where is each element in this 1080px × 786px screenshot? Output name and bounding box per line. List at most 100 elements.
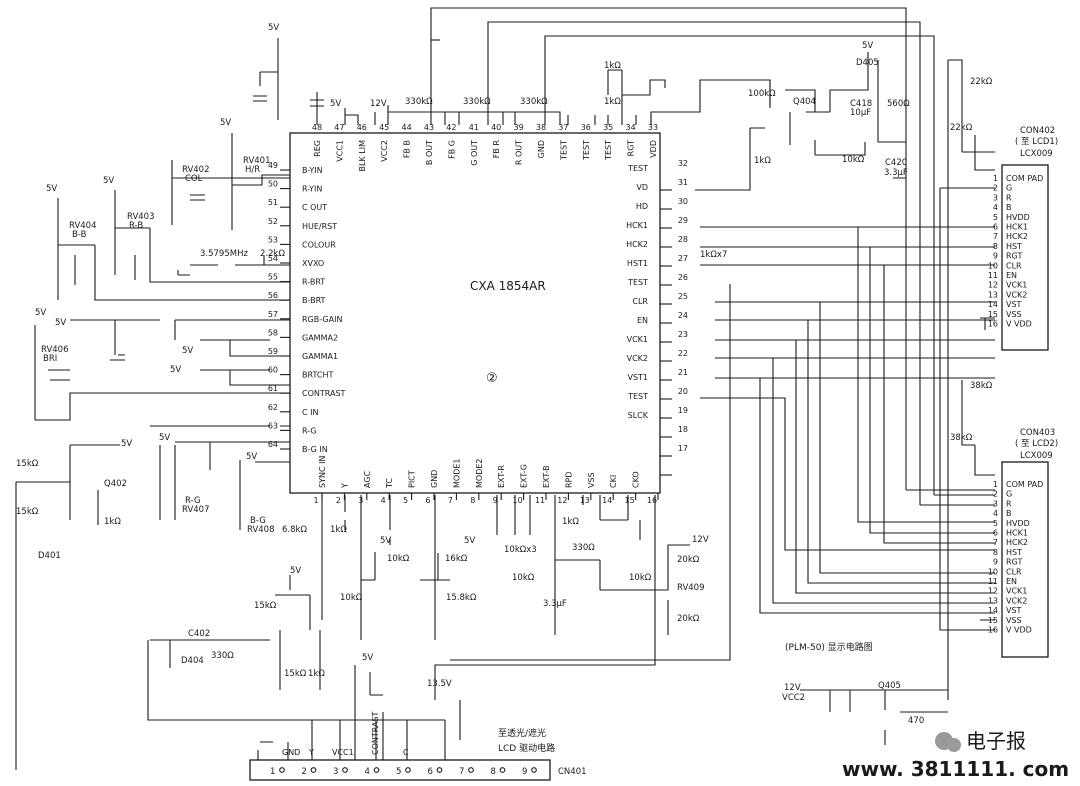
pin-number: 7 [448,496,453,505]
lcd-pin-number: 2 [993,184,998,193]
lcd-pin-label: VSS [1006,616,1022,625]
component-label: 330kΩ [520,97,548,107]
pin-label: SLCK [628,411,649,420]
pin-label: VST1 [627,373,648,382]
pin-number: 12 [557,496,567,505]
component-label: 20kΩ [677,614,700,624]
pin-label: VCC1 [335,140,344,162]
lcd-pin-number: 13 [988,596,998,605]
lcd-pin-label: COM PAD [1006,174,1043,183]
cn401-pin-terminal [499,767,506,773]
component-label: 15.8kΩ [446,593,477,603]
pin-number: 30 [678,197,688,206]
pin-label: C IN [302,408,318,417]
pin-number: 49 [268,161,278,170]
pin-number: 13 [580,496,590,505]
component-label: 6.8kΩ [282,525,307,535]
pin-number: 1 [313,496,318,505]
component-label: RV404 [69,221,96,231]
pin-label: EXT-B [542,465,551,488]
lcd-pin-label: VCK2 [1006,596,1027,605]
pin-label: CLR [632,297,648,306]
pin-number: 45 [379,123,389,132]
pin-label: TEST [627,164,648,173]
cn401-pin-label: Y [308,748,314,757]
component-label: C418 [850,99,872,109]
lcd-pin-number: 11 [988,271,998,280]
lcd-pin-number: 8 [993,242,998,251]
lcd-pin-number: 6 [993,223,998,232]
lcd-pin-number: 12 [988,587,998,596]
component-label: R-G [185,496,201,506]
pin-label: TC [385,478,394,489]
lcd-pin-label: VCK1 [1006,587,1027,596]
lcd-pin-number: 8 [993,548,998,557]
component-label: RV402 [182,165,209,175]
pin-number: 20 [678,387,688,396]
lcd-pin-number: 15 [988,616,998,625]
lcd-pin-label: CLR [1006,567,1022,576]
component-label: D404 [181,656,204,666]
cn401-caption-2: LCD 驱动电路 [498,742,555,754]
con402-sub: ( 至 LCD1) [1015,137,1058,147]
lcd-pin-number: 16 [988,626,998,635]
pin-label: B-YIN [302,166,323,175]
pin-number: 17 [678,444,688,453]
pin-number: 6 [425,496,430,505]
pin-label: VCK1 [627,335,648,344]
watermark-url: www. 3811111. com [842,757,1069,781]
pin-label: VCK2 [627,354,648,363]
component-label: 5V [862,41,873,51]
pin-label: PICT [408,470,417,488]
pin-number: 29 [678,216,688,225]
con402-part: LCX009 [1020,149,1053,159]
component-label: RV408 [247,525,274,535]
pin-label: VDD [649,140,658,158]
cn401-pin-number: 9 [522,767,527,777]
pin-label: EN [637,316,648,325]
pin-number: 43 [424,123,434,132]
component-label: 38kΩ [970,381,993,391]
pin-label: BRTCHT [302,371,333,380]
pin-number: 57 [268,310,278,319]
component-label: 5V [46,184,57,194]
pin-label: TEST [582,140,591,161]
lcd-pin-number: 10 [988,261,998,270]
component-label: 10kΩ [340,593,363,603]
pin-label: HCK1 [626,221,648,230]
component-label: 5V [55,318,66,328]
pin-number: 62 [268,403,278,412]
cn401-pin-number: 4 [365,767,370,777]
lcd-pin-label: COM PAD [1006,480,1043,489]
component-label: B-B [72,230,87,240]
component-label: 12V [370,99,387,109]
component-label: 1kΩ [330,525,347,535]
pin-number: 25 [678,292,688,301]
pin-label: TEST [559,140,568,161]
pin-label: CKO [632,471,641,488]
component-label: 560Ω [887,99,910,109]
component-label: 3.3μF [543,599,567,609]
pin-number: 46 [357,123,367,132]
cn401-pin-number: 7 [459,767,464,777]
pin-number: 28 [678,235,688,244]
component-label: 5V [362,653,373,663]
cn401-pin-number: 1 [270,767,275,777]
pin-number: 63 [268,421,278,430]
component-label: 5V [290,566,301,576]
component-label: 1kΩ [754,156,771,166]
pin-label: MODE2 [475,458,484,488]
pin-number: 31 [678,178,688,187]
pin-number: 44 [402,123,412,132]
lcd-pin-label: HVDD [1006,519,1030,528]
cn401-pin-label: VCC1 [332,748,354,757]
component-label: D405 [856,58,879,68]
pin-label: VD [636,183,648,192]
lcd-pin-number: 5 [993,213,998,222]
lcd-pin-number: 14 [988,606,998,615]
pin-label: CKI [609,475,618,488]
